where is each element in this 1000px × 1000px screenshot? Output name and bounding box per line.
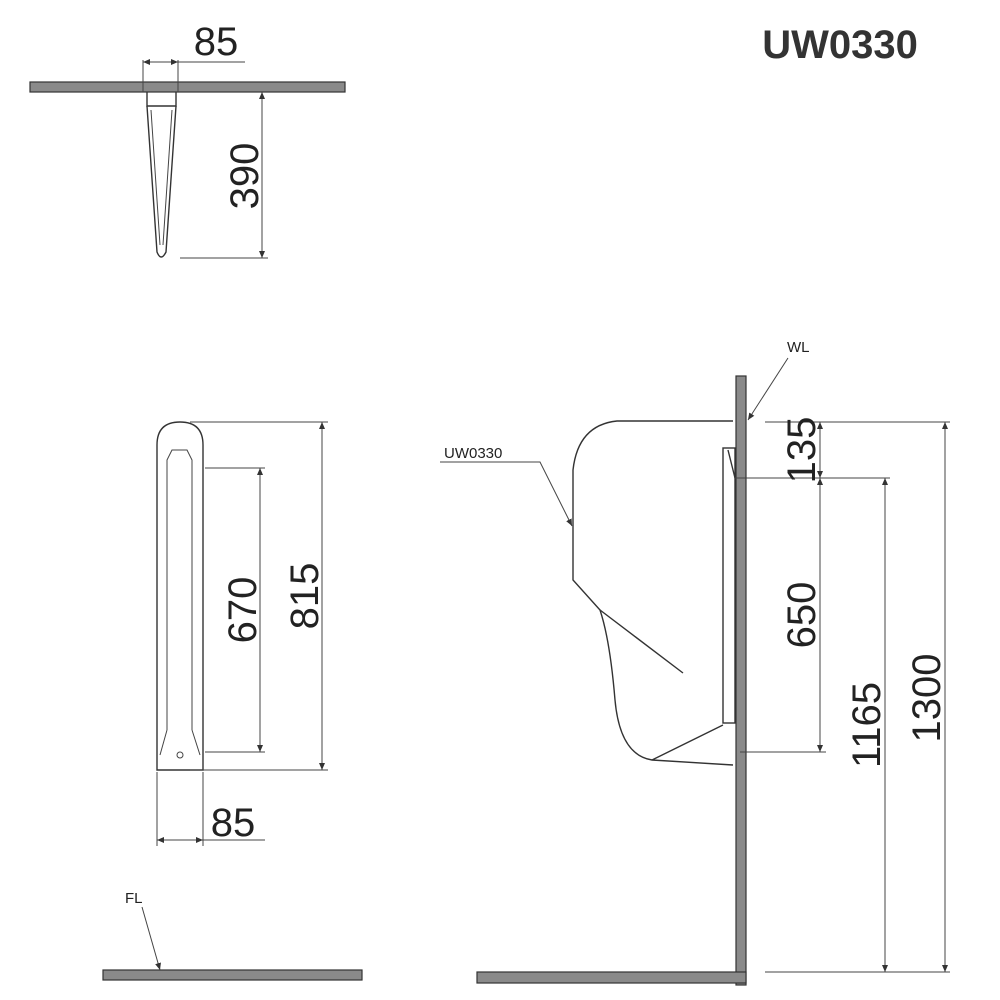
urinal-neck [146,92,177,107]
dim-650: 650 [780,582,824,649]
dim-815: 815 [283,563,327,630]
urinal-plan-outline [146,105,177,258]
floor-section [102,969,363,981]
floor-label: FL [125,890,143,907]
dim-390: 390 [223,143,267,210]
dim-135: 135 [780,417,824,484]
dim-85-top: 85 [194,20,239,64]
dim-1300: 1300 [905,654,949,743]
wall-label: WL [787,339,810,356]
dim-85-bottom: 85 [211,801,256,845]
side-view: WL UW0330 135 650 1165 1300 [440,339,950,986]
drain-hole [176,751,184,759]
top-view: 85 390 [29,20,346,259]
wall-section [29,81,346,93]
dim-1165: 1165 [845,682,889,768]
model-title: UW0330 [762,23,918,67]
wall-section-side [735,375,747,986]
back-plate [722,447,736,724]
model-callout: UW0330 [444,445,502,462]
floor-section-side [476,971,747,984]
front-view: 815 670 85 FL [102,421,363,981]
dim-670: 670 [221,577,265,644]
urinal-front-outline [156,421,204,771]
urinal-side-outline [572,420,734,766]
